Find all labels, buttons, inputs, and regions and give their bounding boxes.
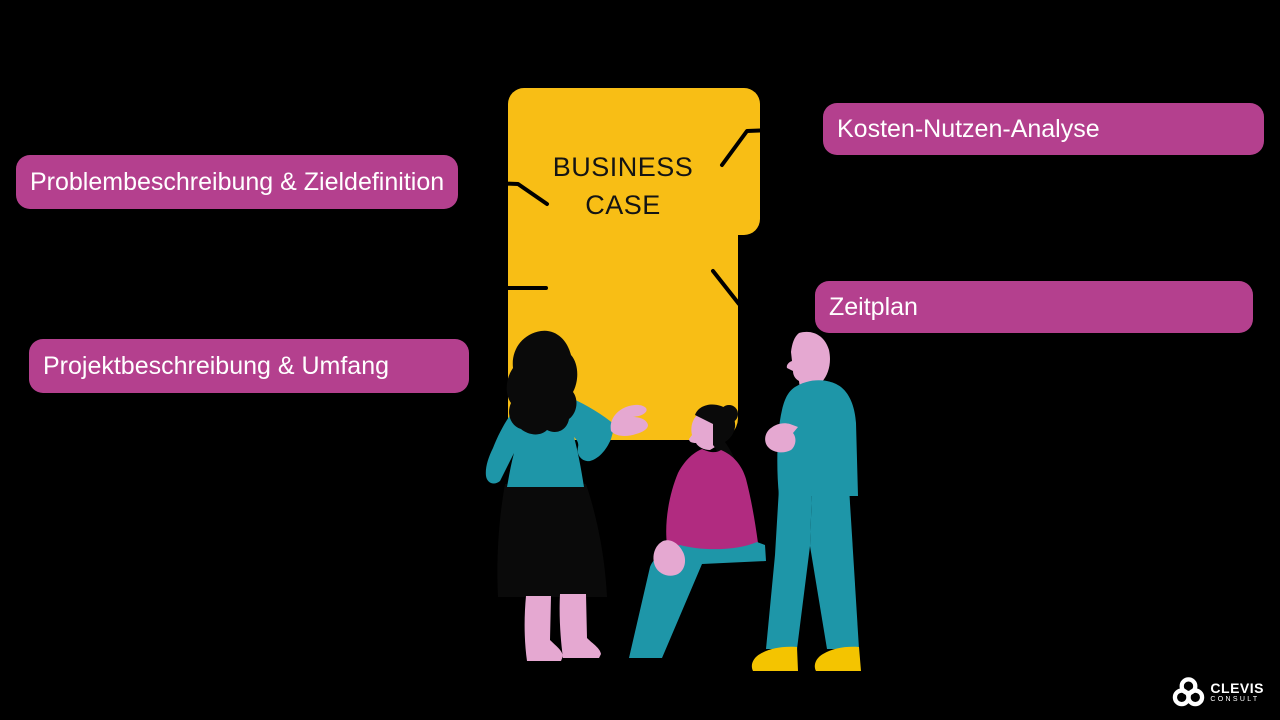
woman-hair	[506, 330, 578, 435]
seated-person-hair-bun	[720, 405, 738, 423]
clevis-logo-text: CLEVIS CONSULT	[1210, 679, 1264, 704]
label-text: Problembeschreibung & Zieldefinition	[30, 167, 445, 196]
label-problembeschreibung: Problembeschreibung & Zieldefinition	[16, 155, 458, 209]
logo-subtitle: CONSULT	[1210, 695, 1260, 703]
woman-hand	[610, 404, 648, 436]
connector-bottom-left	[482, 286, 548, 312]
man-left-shoe	[751, 646, 798, 671]
connector-lines	[458, 126, 826, 312]
seated-person-top	[666, 449, 758, 551]
seated-person-pants	[629, 542, 766, 658]
label-kosten-nutzen-analyse: Kosten-Nutzen-Analyse	[823, 103, 1264, 155]
woman-standing-illustration	[485, 330, 648, 661]
logo-name: CLEVIS	[1210, 679, 1264, 696]
clevis-logo: CLEVIS CONSULT	[1172, 676, 1264, 709]
man-jacket	[777, 380, 858, 496]
label-projektbeschreibung: Projektbeschreibung & Umfang	[29, 339, 469, 393]
woman-right-boot	[559, 594, 601, 658]
man-standing-illustration	[751, 331, 861, 671]
woman-skirt	[497, 484, 607, 597]
label-text: Zeitplan	[829, 292, 918, 321]
man-head	[786, 331, 830, 390]
business-case-title: BUSINESS CASE	[552, 152, 694, 220]
man-left-leg	[766, 488, 812, 649]
label-zeitplan: Zeitplan	[815, 281, 1253, 333]
clevis-knot-icon	[1173, 677, 1205, 707]
label-text: Kosten-Nutzen-Analyse	[837, 114, 1100, 143]
man-right-shoe	[814, 646, 861, 671]
woman-left-boot	[524, 596, 563, 661]
man-right-leg	[810, 487, 859, 649]
connector-top-right	[720, 126, 826, 167]
connector-top-left	[458, 180, 549, 206]
label-text: Projektbeschreibung & Umfang	[43, 351, 390, 380]
seated-person-face	[689, 413, 715, 450]
connector-bottom-right	[711, 269, 819, 309]
man-hand	[765, 423, 798, 453]
seated-person-illustration	[629, 404, 766, 658]
seated-person-hand	[653, 540, 686, 576]
